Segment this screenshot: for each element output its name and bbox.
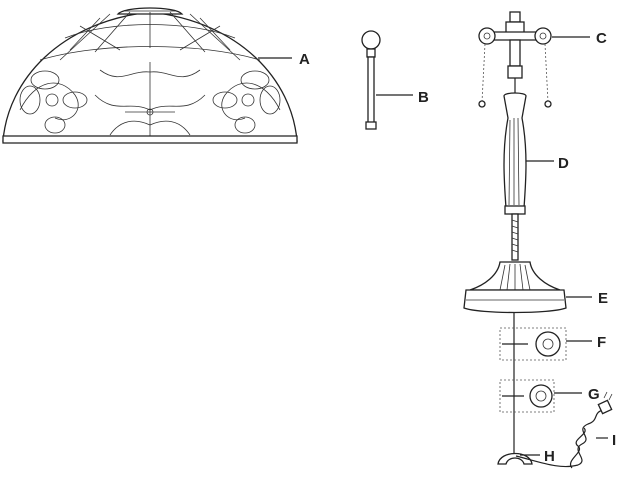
label-c: C	[596, 30, 607, 47]
label-f: F	[597, 334, 606, 351]
label-a: A	[299, 51, 310, 68]
part-b-finial: B	[361, 30, 429, 130]
label-g: G	[588, 386, 600, 403]
part-h-cord-clip: H	[497, 448, 579, 468]
part-g-nut: G	[499, 379, 600, 413]
part-f-washer: F	[499, 327, 606, 361]
label-h: H	[544, 448, 555, 465]
part-e-base: E	[463, 261, 608, 314]
part-d-column: D	[503, 78, 569, 261]
part-i-plug: I	[569, 391, 616, 469]
label-i: I	[612, 432, 616, 449]
part-a-shade: A	[2, 7, 310, 144]
label-d: D	[558, 155, 569, 172]
label-b: B	[418, 89, 429, 106]
label-e: E	[598, 290, 608, 307]
part-c-socket-cluster: C	[478, 11, 607, 108]
